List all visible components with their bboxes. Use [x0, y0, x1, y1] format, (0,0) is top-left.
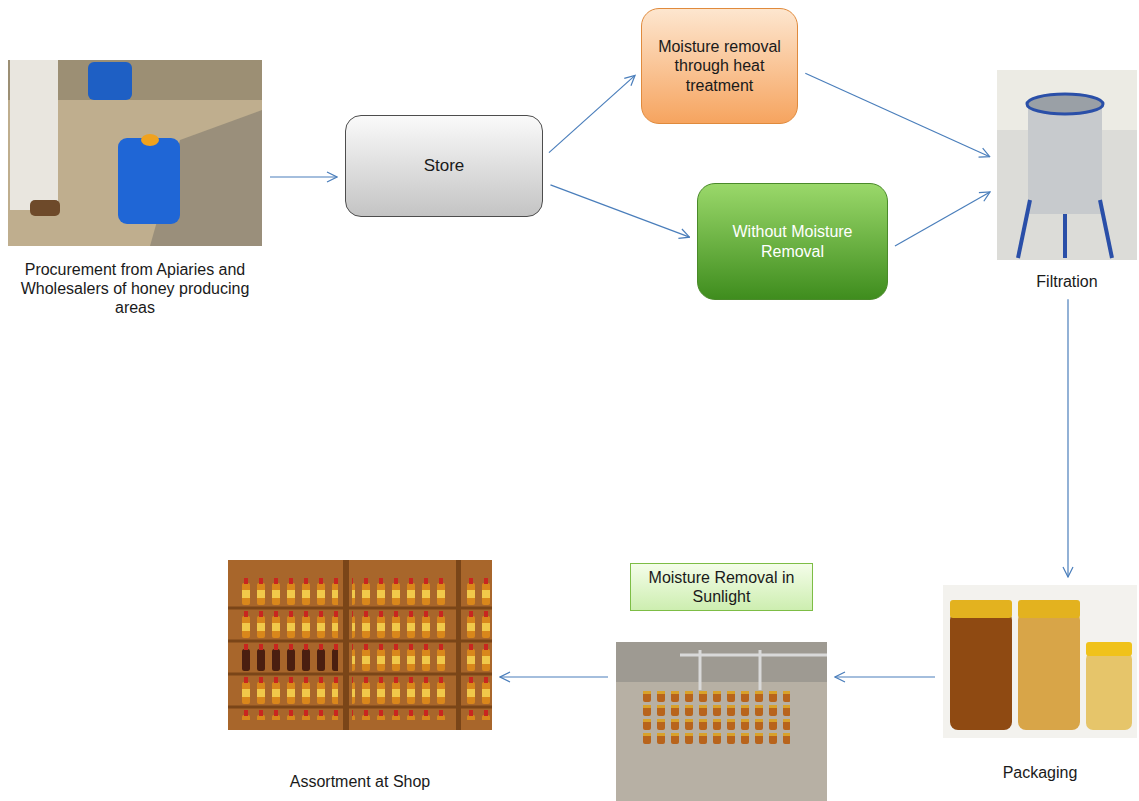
jars-in-sun: [640, 690, 790, 746]
process-box: Moisture removal through heat treatment: [641, 8, 798, 124]
caption: Filtration: [997, 272, 1137, 291]
process-box: Store: [345, 115, 543, 217]
divider: [343, 560, 349, 730]
caption: Assortment at Shop: [228, 772, 492, 791]
jerry-can: [88, 62, 132, 100]
jar-lid: [1018, 600, 1080, 618]
caption: Moisture Removal in Sunlight: [630, 563, 813, 611]
shop-photo: [228, 560, 492, 730]
bottles: [238, 575, 338, 720]
node-label: Without Moisture Removal: [710, 222, 875, 260]
stand-leg: [1063, 214, 1067, 258]
photo-node: Procurement from Apiaries and Wholesaler…: [8, 60, 262, 318]
node-label: Moisture removal through heat treatment: [654, 37, 785, 95]
stand-leg: [1100, 200, 1112, 258]
photo-node: Assortment at Shop: [228, 560, 492, 791]
caption: Packaging: [943, 763, 1137, 782]
jar-lid: [950, 600, 1012, 618]
shelf-frame: [228, 560, 492, 730]
flow-arrow: [1067, 299, 1068, 577]
caption: Procurement from Apiaries and Wholesaler…: [8, 260, 262, 318]
wall: [616, 642, 827, 682]
tank-rim: [1027, 94, 1103, 114]
flow-arrow: [895, 192, 990, 246]
flow-arrow: [550, 185, 689, 237]
shelf: [228, 706, 492, 709]
honey-jar: [1018, 612, 1080, 730]
filtration-photo: [997, 70, 1137, 260]
jerry-can: [118, 138, 180, 224]
jar-lid: [1086, 642, 1132, 656]
flow-arrow: [500, 676, 608, 677]
divider: [456, 560, 461, 730]
tiled-floor: [616, 642, 827, 801]
stand-leg: [1018, 200, 1030, 258]
railing: [680, 654, 827, 657]
background: [943, 585, 1137, 738]
photo-spacer: [616, 611, 827, 761]
procurement-photo: [8, 60, 262, 246]
honey-jar: [950, 612, 1012, 730]
honey-jar: [1086, 652, 1132, 730]
sunlight-photo: [616, 642, 827, 801]
steel-tank: [1028, 102, 1102, 214]
process-box: Without Moisture Removal: [697, 183, 888, 300]
background: [997, 70, 1137, 260]
node-label: Store: [424, 156, 465, 176]
bottles: [462, 575, 490, 720]
flow-arrow: [835, 676, 935, 677]
photo-node: Packaging: [943, 585, 1137, 782]
photo-node: Filtration: [997, 70, 1137, 291]
flow-arrow: [270, 176, 337, 177]
shelf: [228, 607, 492, 610]
clothing: [10, 60, 58, 210]
bottles: [238, 641, 338, 674]
packaging-photo: [943, 585, 1137, 738]
bottles: [352, 575, 452, 720]
photo-node: Moisture Removal in Sunlight: [616, 563, 827, 761]
flow-arrow: [549, 75, 635, 152]
flow-arrow: [805, 73, 989, 156]
sandal: [30, 200, 60, 216]
shelf: [228, 673, 492, 676]
ground: [8, 60, 262, 246]
shelf: [228, 640, 492, 643]
cap: [141, 134, 159, 146]
